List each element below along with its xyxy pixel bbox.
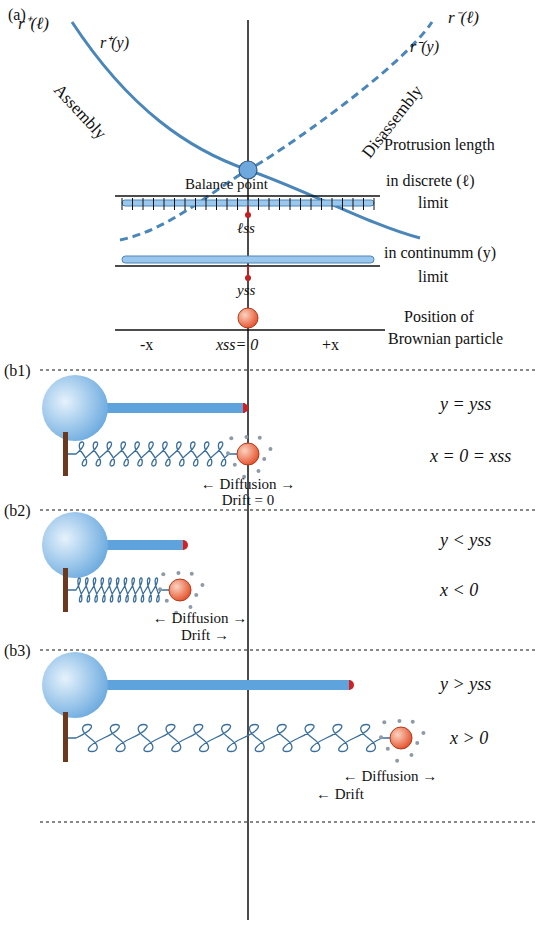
label: Position of [404, 308, 474, 326]
label: x < 0 [440, 580, 478, 601]
label: r⁻(y) [410, 38, 439, 56]
spring [68, 725, 390, 752]
disassembly-curve [120, 22, 432, 240]
label: ℓss [237, 220, 255, 237]
label: Assembly [50, 80, 111, 143]
label: ← Drift [316, 786, 364, 803]
label: in continumm (y) [384, 244, 496, 262]
label: (b1) [4, 362, 31, 380]
assembly-curve [72, 22, 420, 238]
continuum-bar [122, 256, 374, 263]
label: Protrusion length [384, 136, 495, 154]
label: ← Diffusion → [201, 476, 296, 493]
label: Drift → [181, 627, 229, 644]
label: r⁻(ℓ) [448, 8, 479, 28]
center-line [247, 20, 249, 920]
label: limit [418, 268, 448, 286]
centrosome [42, 375, 108, 441]
brownian-particle [237, 443, 259, 465]
label: in discrete (ℓ) [386, 172, 475, 190]
brownian-particle [169, 579, 191, 601]
label: -x [140, 336, 153, 354]
label: (b2) [4, 502, 31, 520]
label: xss= 0 [216, 336, 258, 354]
label: yss [237, 282, 255, 299]
label: ← Diffusion → [343, 768, 438, 785]
label: y = yss [440, 394, 491, 415]
label: +x [322, 336, 339, 354]
brownian-particle [390, 727, 412, 749]
spring [68, 442, 237, 466]
label: (b3) [4, 642, 31, 660]
brownian-particle [238, 308, 258, 328]
label: y < yss [440, 530, 491, 551]
label: Balance point [185, 176, 268, 193]
spring [68, 578, 169, 602]
label: r⁺(ℓ) [18, 14, 49, 34]
label: x = 0 = xss [430, 446, 511, 467]
label: Drift = 0 [222, 492, 275, 509]
label: y > yss [440, 674, 491, 695]
label: limit [418, 194, 448, 212]
label: r⁺(y) [100, 34, 129, 52]
label: Brownian particle [388, 330, 503, 348]
label: x > 0 [450, 728, 488, 749]
label: ← Diffusion → [153, 610, 248, 627]
